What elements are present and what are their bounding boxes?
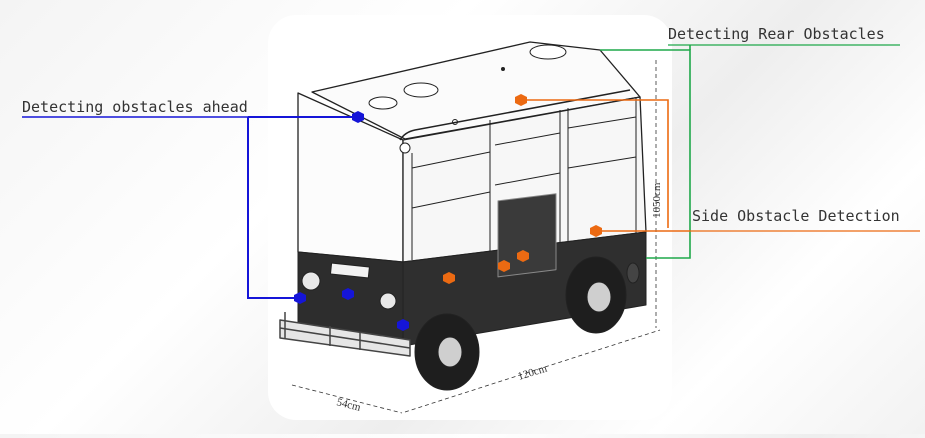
side-panels [411, 98, 637, 260]
delivery-robot [279, 41, 647, 391]
side-sensor-marker [498, 260, 510, 272]
rear-detection-label: Detecting Rear Obstacles [668, 25, 885, 43]
front-sensor-marker [342, 288, 354, 300]
front-sensor-marker [294, 292, 306, 304]
side-sensors [443, 94, 602, 284]
side-sensor-marker [517, 250, 529, 262]
front-detection-label: Detecting obstacles ahead [22, 98, 248, 116]
side-rail [399, 89, 631, 141]
side-sensor-marker [590, 225, 602, 237]
dimension-height-label: 1050cm [651, 182, 663, 218]
roof-dot [501, 67, 505, 71]
front-sign [329, 262, 370, 279]
wheel-hub [437, 336, 463, 368]
front-sensor-marker [397, 319, 409, 331]
side-callout-lines [521, 99, 690, 232]
wheels [414, 256, 640, 391]
roof-circle [368, 96, 398, 110]
dimension-width-label: 54cm [335, 396, 362, 414]
side-detection-label: Side Obstacle Detection [692, 207, 900, 225]
front-sensor-marker [352, 111, 364, 123]
bumper [279, 312, 411, 357]
headlight [379, 292, 397, 310]
front-callout-lines [247, 116, 358, 299]
side-sensor-marker [515, 94, 527, 106]
roof-circle [403, 82, 439, 98]
roof [311, 41, 641, 140]
rear-callout-lines [600, 45, 691, 259]
roof-circle [529, 44, 567, 60]
wheel-hub [586, 281, 612, 313]
side-door [497, 193, 557, 278]
side-sensor-marker [443, 272, 455, 284]
dimension-lines [291, 60, 661, 414]
front-sensors [294, 111, 409, 331]
headlight [301, 271, 321, 291]
hinge [399, 142, 411, 154]
